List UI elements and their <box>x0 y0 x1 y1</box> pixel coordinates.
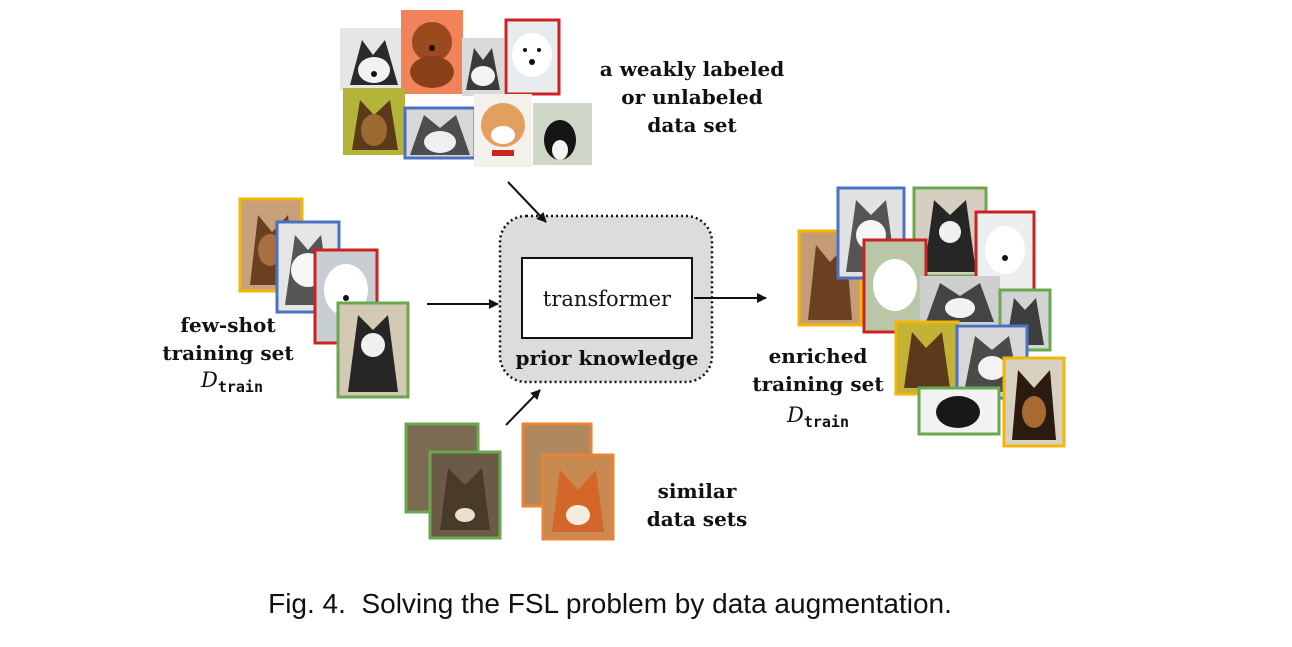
dog-photo-malamute-blue-frame <box>403 106 477 160</box>
arrow-similar-to-prior <box>505 389 541 426</box>
dog-photo-samoyed-red-frame-left <box>313 248 379 345</box>
few-shot-images <box>238 197 410 399</box>
dog-photo-enriched-husky <box>920 276 1000 324</box>
dog-photo-husky-1 <box>340 28 406 90</box>
unlabeled-dataset-label: a weakly labeled or unlabeled data set <box>600 57 784 137</box>
wolf-photo-front <box>428 450 502 540</box>
dog-photo-enriched-samoyed-red-2 <box>862 238 928 334</box>
dog-photo-border-collie <box>533 103 592 165</box>
dog-photo-samoyed-red-frame <box>504 18 561 96</box>
enriched-label-line-1: enriched <box>769 344 868 368</box>
enriched-images <box>797 186 1066 448</box>
figure-caption: Fig. 4. Solving the FSL problem by data … <box>268 588 952 619</box>
unlabeled-label-line-2: or unlabeled <box>621 85 763 109</box>
similar-dataset-images <box>404 422 615 541</box>
few-shot-label: few-shot training set Dtrain <box>162 313 294 396</box>
arrow-unlabeled-to-prior <box>507 181 547 223</box>
dog-photo-poodle <box>401 10 463 94</box>
fox-photo-front <box>541 453 615 541</box>
unlabeled-label-line-1: a weakly labeled <box>600 57 784 81</box>
dog-photo-enriched-shepherd-yellow-2 <box>1002 356 1066 448</box>
dog-photo-enriched-collie-green <box>917 386 1001 436</box>
dog-photo-husky-2 <box>462 38 504 96</box>
transformer-box <box>521 257 693 339</box>
dog-photo-enriched-shepherd-grass <box>894 320 960 396</box>
unlabeled-label-line-3: data set <box>647 113 737 137</box>
few-shot-label-line-2: training set <box>162 341 294 365</box>
enriched-label-line-2: training set <box>752 372 884 396</box>
similar-label-line-2: data sets <box>647 507 748 531</box>
few-shot-math-dtrain: Dtrain <box>200 368 263 396</box>
few-shot-label-line-1: few-shot <box>180 313 276 337</box>
dog-photo-shepherd-grass <box>343 88 405 155</box>
prior-knowledge-box: transformer prior knowledge <box>498 214 714 384</box>
similar-dataset-label: similar data sets <box>647 479 748 531</box>
unlabeled-dataset-images <box>340 10 592 167</box>
enriched-label: enriched training set Dtrain <box>752 344 884 431</box>
prior-knowledge-label: prior knowledge <box>516 346 699 370</box>
transformer-label: transformer <box>543 287 672 311</box>
similar-label-line-1: similar <box>658 479 737 503</box>
dog-photo-shiba <box>474 94 532 167</box>
dog-photo-malamute-green-frame <box>336 301 410 399</box>
enriched-math-dtrain: Dtrain <box>786 403 849 431</box>
